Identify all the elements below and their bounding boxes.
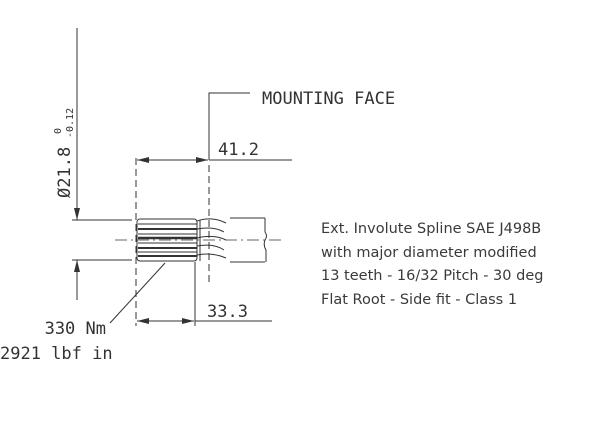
mounting-face-line: [208, 92, 250, 282]
diameter-lower-tolerance: -0.12: [65, 108, 76, 138]
diameter-dimension-line: [72, 28, 132, 300]
torque-lbf: 2921 lbf in: [0, 344, 113, 364]
svg-text:Ø21.8: Ø21.8: [55, 147, 75, 198]
torque-leader-line: [109, 262, 166, 324]
diameter-upper-tolerance: 0: [53, 128, 64, 134]
spec-line: with major diameter modified: [321, 244, 537, 261]
spline-specification: Ext. Involute Spline SAE J498B with majo…: [321, 218, 543, 312]
diameter-value: 21.8: [55, 147, 75, 188]
spline-length-value: 33.3: [207, 302, 248, 322]
spec-line: 13 teeth - 16/32 Pitch - 30 deg: [321, 268, 544, 284]
mounting-face-label: MOUNTING FACE: [262, 89, 395, 109]
spline-length-dimension: [137, 262, 272, 326]
spec-line: Ext. Involute Spline SAE J498B: [321, 221, 542, 237]
overall-length-value: 41.2: [218, 140, 259, 160]
spec-line: Flat Root - Side fit - Class 1: [321, 291, 518, 308]
diameter-symbol: Ø: [55, 188, 75, 198]
torque-nm: 330 Nm: [45, 319, 106, 339]
diameter-label: Ø21.8 0 -0.12: [53, 108, 76, 198]
